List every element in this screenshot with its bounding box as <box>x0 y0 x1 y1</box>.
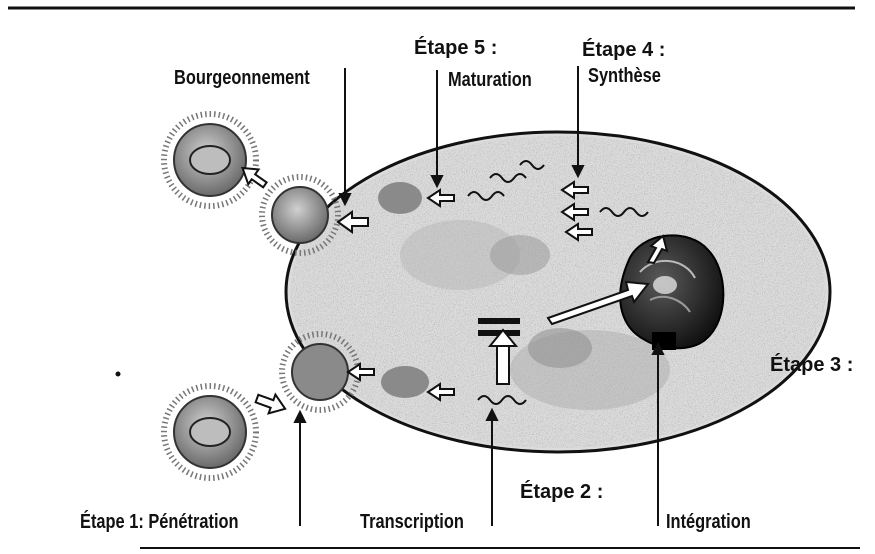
virus-bottom-free <box>164 386 256 478</box>
label-synthese: Synthèse <box>588 66 661 86</box>
label-etape2: Étape 2 : <box>520 482 603 502</box>
label-bourgeonnement: Bourgeonnement <box>174 68 310 88</box>
label-etape4: Étape 4 : <box>582 40 665 60</box>
label-etape3: Étape 3 : <box>770 355 853 375</box>
label-maturation: Maturation <box>448 70 532 90</box>
label-etape1-penetration: Étape 1: Pénétration <box>80 512 239 532</box>
label-integration: Intégration <box>666 512 751 532</box>
stray-dot <box>116 372 121 377</box>
label-etape5: Étape 5 : <box>414 38 497 58</box>
virus-top-free <box>164 114 256 206</box>
label-transcription: Transcription <box>360 512 464 532</box>
host-cell <box>286 132 830 452</box>
